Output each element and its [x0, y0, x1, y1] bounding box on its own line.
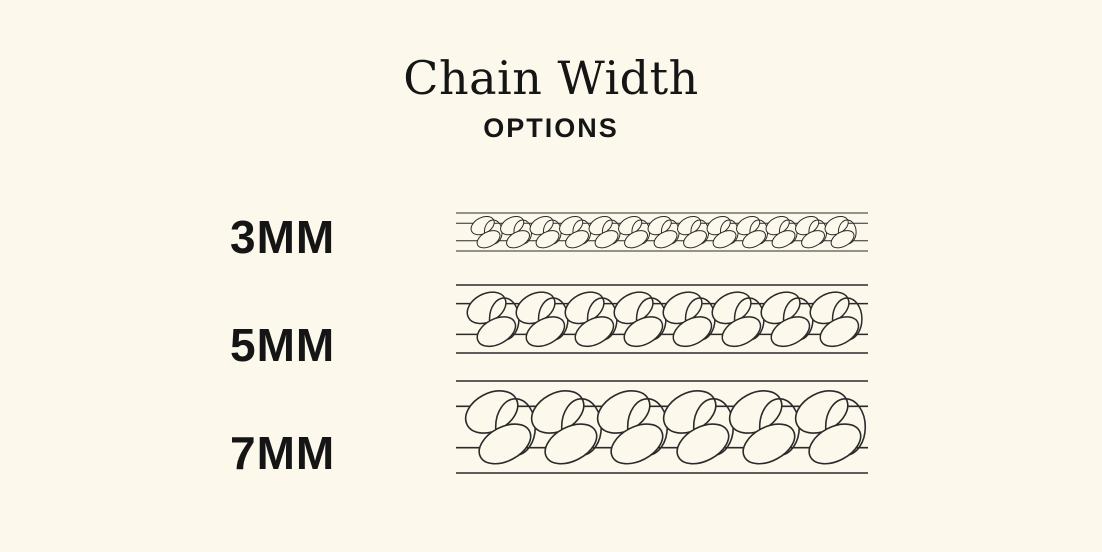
option-label-7mm: 7MM — [230, 427, 336, 479]
chain-link-lower — [771, 230, 796, 249]
chain-link-lower — [574, 316, 615, 348]
chain-link-lower — [476, 230, 501, 249]
chain-link-lower — [712, 230, 737, 249]
chain-link-lower — [819, 316, 860, 348]
chain-link-lower — [808, 423, 862, 465]
chain-link-lower — [676, 423, 730, 465]
chain-7mm-illustration — [456, 380, 868, 474]
option-label-5mm: 5MM — [230, 319, 336, 371]
chain-link-lower — [770, 316, 811, 348]
option-label-3mm: 3MM — [230, 211, 336, 263]
chain-link-lower — [623, 316, 664, 348]
chain-link-lower — [544, 423, 598, 465]
page-subtitle: OPTIONS — [483, 113, 619, 143]
chain-link-lower — [672, 316, 713, 348]
chain-link-lower — [683, 230, 707, 249]
chain-link-lower — [653, 230, 678, 249]
chain-link-lower — [721, 316, 762, 348]
chain-link-lower — [624, 230, 648, 249]
page-title: Chain Width — [403, 51, 699, 105]
chain-link-lower — [506, 230, 530, 249]
chain-link-lower — [525, 316, 566, 348]
chain-5mm-illustration — [456, 284, 868, 354]
chain-link-lower — [535, 230, 560, 249]
chain-link-lower — [830, 230, 855, 249]
chain-link-lower — [565, 230, 589, 249]
chain-link-lower — [594, 230, 619, 249]
chain-3mm-illustration — [456, 212, 868, 252]
chain-link-lower — [742, 230, 766, 249]
chain-link-lower — [742, 423, 796, 465]
chain-link-lower — [478, 423, 532, 465]
chain-link-lower — [801, 230, 825, 249]
chain-link-lower — [476, 316, 517, 348]
chain-link-lower — [610, 423, 664, 465]
